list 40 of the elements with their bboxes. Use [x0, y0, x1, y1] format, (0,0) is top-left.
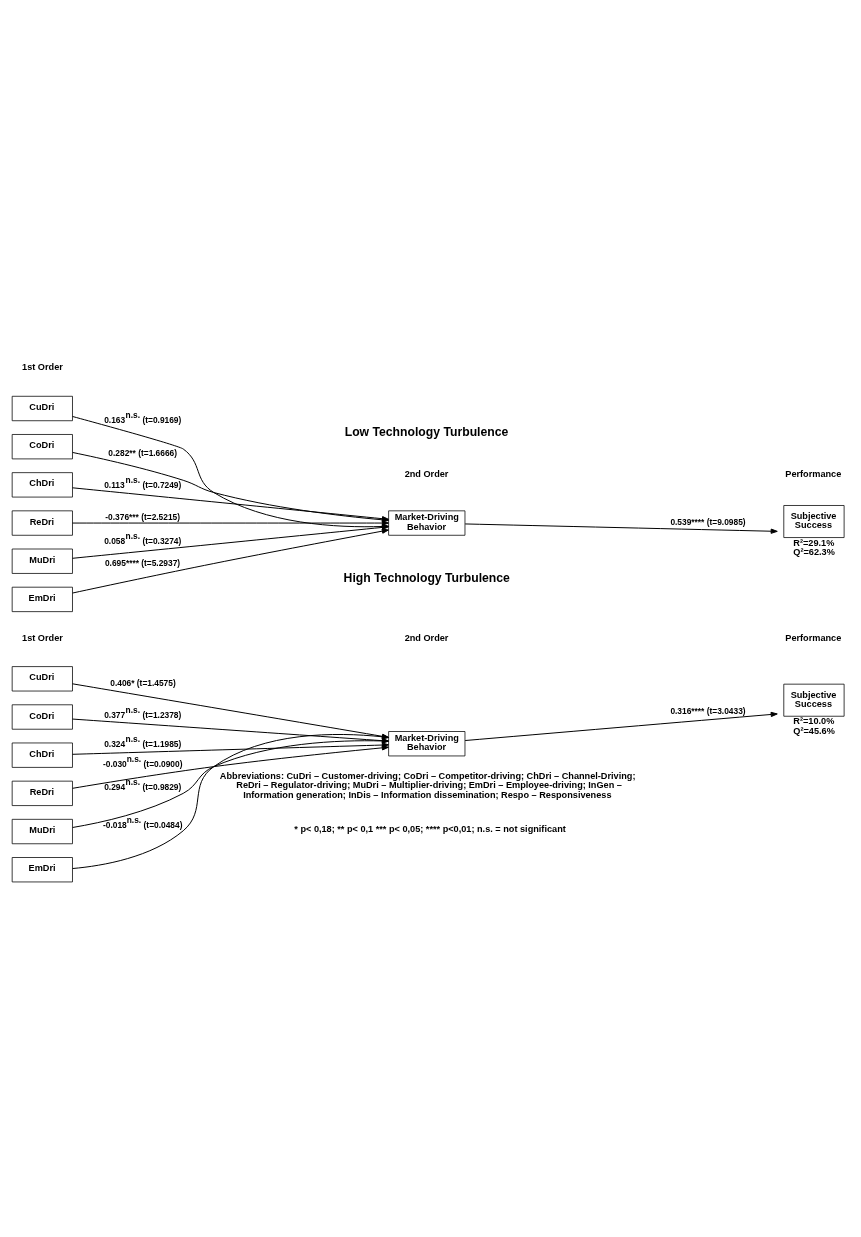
- node-box: Subjective Success: [782, 683, 844, 717]
- arrow: [464, 523, 778, 534]
- node-box: CuDri: [11, 666, 73, 692]
- label: Performance: [784, 468, 841, 479]
- label: 2nd Order: [404, 468, 448, 479]
- edge-label: 0.316**** (t=3.0433): [669, 705, 746, 716]
- node-box: ReDri: [11, 510, 73, 536]
- label: * p< 0,18; ** p< 0,1 *** p< 0,05; **** p<0,01; n.s. = not significant: [293, 824, 566, 835]
- edge-label: -0.376*** (t=2.5215): [104, 511, 180, 522]
- node-box: ChDri: [11, 742, 73, 768]
- node-label: R²=29.1% Q²=62.3%: [792, 537, 835, 557]
- node-box: Subjective Success: [782, 505, 844, 538]
- node-box: CuDri: [11, 395, 73, 422]
- node-box: MuDri: [11, 548, 73, 574]
- label: Abbreviations: CuDri – Customer-driving; CoDri – Competitor-driving; ChDri – Channel-Driving; ReDri – Regulator-driving; MuDri – Multiplier-driving; EmDri – Employee-driving; InGen – Information generation; InDis – Information dissemination; Respo – Responsiveness: [219, 771, 635, 800]
- arrow: [71, 745, 389, 789]
- arrow: [464, 711, 778, 741]
- edge-label: 0.695**** (t=5.2937): [104, 558, 180, 569]
- label: 1st Order: [21, 362, 63, 373]
- label: High Technology Turbulence: [343, 571, 510, 586]
- edge-label: 0.539**** (t=9.0985): [669, 517, 746, 528]
- node-box: Market-Driving Behavior: [387, 731, 465, 757]
- node-label: R²=10.0% Q²=45.6%: [792, 716, 835, 736]
- arrow: [71, 528, 389, 594]
- edge-label: 0.282** (t=1.6666): [107, 448, 177, 459]
- arrow: [71, 520, 389, 526]
- node-box: EmDri: [11, 857, 73, 883]
- label: 2nd Order: [404, 632, 448, 643]
- label: 1st Order: [21, 632, 63, 643]
- node-box: MuDri: [11, 818, 73, 845]
- node-box: EmDri: [11, 586, 73, 612]
- node-box: ReDri: [11, 780, 73, 806]
- node-box: Market-Driving Behavior: [387, 510, 465, 536]
- arrow: [71, 524, 389, 559]
- node-box: ChDri: [11, 472, 73, 498]
- node-box: CoDri: [11, 434, 73, 460]
- node-box: CoDri: [11, 704, 73, 730]
- edge-label: 0.406* (t=1.4575): [109, 678, 176, 689]
- label: Performance: [784, 632, 841, 643]
- label: Low Technology Turbulence: [344, 424, 508, 439]
